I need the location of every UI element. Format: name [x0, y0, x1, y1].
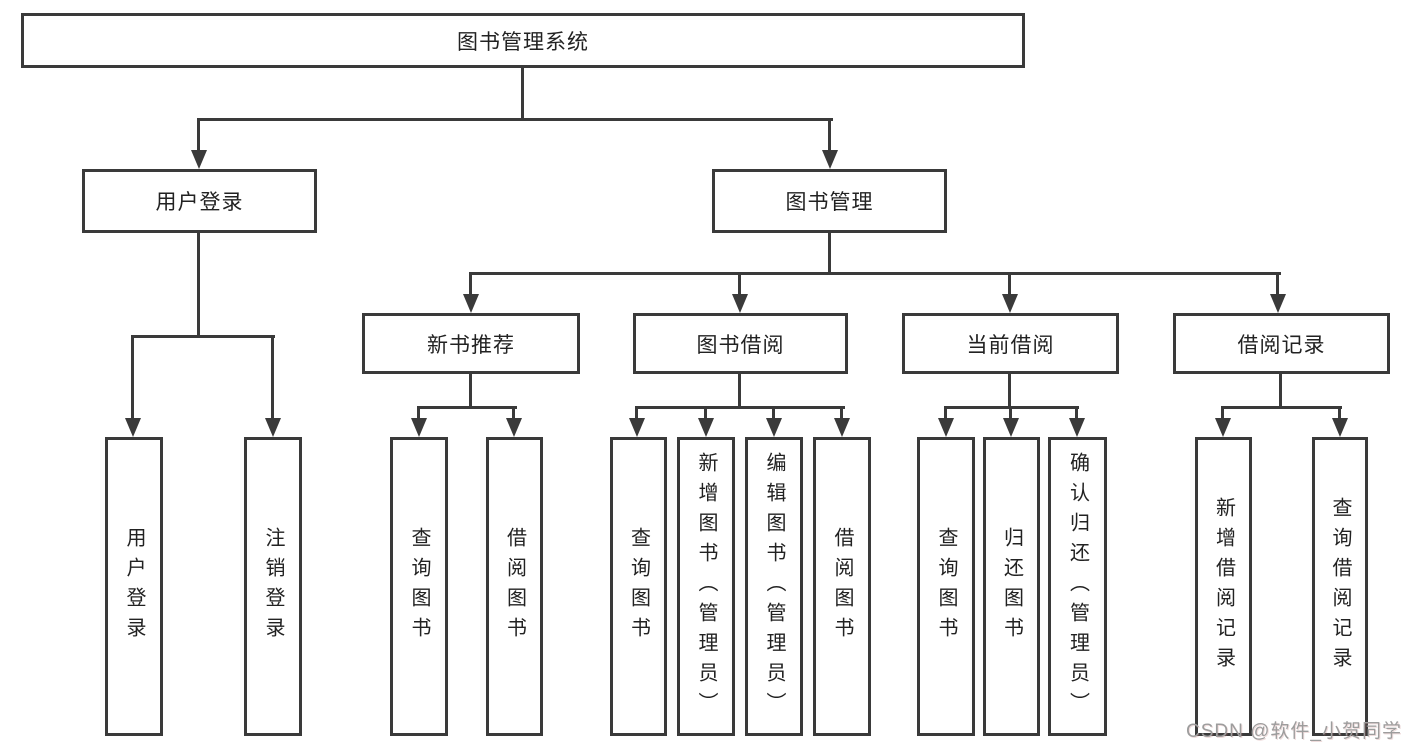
connector-line [1009, 406, 1012, 420]
leaf-query-books-borrow: 查询图书 [610, 437, 667, 736]
node-book-management: 图书管理 [712, 169, 947, 233]
leaf-edit-books-admin: 编辑图书（管理员） [745, 437, 803, 736]
leaf-borrow-books: 借阅图书 [813, 437, 871, 736]
connector-line [840, 406, 843, 420]
leaf-add-borrow-record-label: 新增借阅记录 [1212, 496, 1235, 677]
node-book-borrow-label: 图书借阅 [696, 333, 785, 357]
connector-line [738, 272, 741, 297]
node-user-login-label: 用户登录 [155, 191, 244, 214]
connector-line [197, 118, 200, 152]
connector-line [738, 374, 741, 409]
connector-line [772, 406, 775, 420]
connector-line [1075, 406, 1078, 420]
leaf-return-books-label: 归还图书 [1000, 526, 1023, 647]
connector-line [828, 118, 831, 152]
connector-line [635, 406, 638, 420]
arrow-down-icon [938, 418, 954, 437]
leaf-confirm-return-admin: 确认归还（管理员） [1048, 437, 1107, 736]
leaf-add-borrow-record: 新增借阅记录 [1195, 437, 1252, 736]
connector-line [1221, 406, 1342, 409]
leaf-query-books-current-label: 查询图书 [935, 526, 957, 647]
leaf-query-borrow-record-label: 查询借阅记录 [1329, 496, 1351, 677]
arrow-down-icon [1332, 418, 1348, 437]
leaf-user-login: 用户登录 [105, 437, 163, 736]
arrow-down-icon [732, 294, 748, 313]
leaf-logout-label: 注销登录 [262, 526, 284, 647]
connector-line [469, 272, 1281, 275]
node-borrow-records-label: 借阅记录 [1237, 333, 1326, 357]
node-root-label: 图书管理系统 [457, 30, 589, 54]
leaf-borrow-books-recommend-label: 借阅图书 [503, 526, 526, 647]
connector-line [417, 406, 517, 409]
connector-line [197, 233, 200, 338]
connector-line [271, 335, 274, 420]
arrow-down-icon [698, 418, 714, 437]
connector-line [512, 406, 515, 420]
arrow-down-icon [191, 150, 207, 169]
leaf-add-books-admin: 新增图书（管理员） [677, 437, 735, 736]
node-current-borrow: 当前借阅 [902, 313, 1119, 374]
arrow-down-icon [1002, 294, 1018, 313]
leaf-confirm-return-admin-label: 确认归还（管理员） [1066, 451, 1089, 722]
leaf-add-books-admin-label: 新增图书（管理员） [695, 451, 717, 722]
connector-line [944, 406, 947, 420]
connector-line [1338, 406, 1341, 420]
connector-line [131, 335, 134, 420]
node-user-login: 用户登录 [82, 169, 317, 233]
leaf-return-books: 归还图书 [983, 437, 1040, 736]
arrow-down-icon [265, 418, 281, 437]
leaf-query-books-current: 查询图书 [917, 437, 975, 736]
connector-line [469, 272, 472, 297]
connector-line [1279, 374, 1282, 409]
arrow-down-icon [1069, 418, 1085, 437]
node-current-borrow-label: 当前借阅 [966, 333, 1055, 357]
leaf-query-borrow-record: 查询借阅记录 [1312, 437, 1368, 736]
arrow-down-icon [629, 418, 645, 437]
leaf-query-books-recommend: 查询图书 [390, 437, 448, 736]
leaf-user-login-label: 用户登录 [123, 526, 145, 647]
connector-line [635, 406, 845, 409]
node-new-book-recommend-label: 新书推荐 [427, 333, 515, 357]
arrow-down-icon [1270, 294, 1286, 313]
leaf-query-books-borrow-label: 查询图书 [627, 526, 650, 647]
arrow-down-icon [834, 418, 850, 437]
arrow-down-icon [766, 418, 782, 437]
leaf-query-books-recommend-label: 查询图书 [408, 526, 430, 647]
connector-line [828, 233, 831, 275]
connector-line [1008, 374, 1011, 409]
node-borrow-records: 借阅记录 [1173, 313, 1390, 374]
leaf-borrow-books-label: 借阅图书 [831, 526, 853, 647]
leaf-logout: 注销登录 [244, 437, 302, 736]
node-book-management-label: 图书管理 [785, 191, 874, 214]
arrow-down-icon [506, 418, 522, 437]
leaf-edit-books-admin-label: 编辑图书（管理员） [763, 451, 785, 722]
leaf-borrow-books-recommend: 借阅图书 [486, 437, 543, 736]
connector-line [521, 68, 524, 120]
arrow-down-icon [125, 418, 141, 437]
arrow-down-icon [1215, 418, 1231, 437]
connector-line [131, 335, 275, 338]
watermark: CSDN @软件_小贺同学 [1186, 721, 1402, 742]
connector-line [1008, 272, 1011, 297]
node-book-borrow: 图书借阅 [633, 313, 848, 374]
connector-line [1221, 406, 1224, 420]
arrow-down-icon [822, 150, 838, 169]
connector-line [704, 406, 707, 420]
arrow-down-icon [1003, 418, 1019, 437]
arrow-down-icon [411, 418, 427, 437]
node-new-book-recommend: 新书推荐 [362, 313, 580, 374]
connector-line [417, 406, 420, 420]
connector-line [469, 374, 472, 409]
arrow-down-icon [463, 294, 479, 313]
node-root-system: 图书管理系统 [21, 13, 1025, 68]
connector-line [197, 118, 833, 121]
connector-line [1276, 272, 1279, 297]
